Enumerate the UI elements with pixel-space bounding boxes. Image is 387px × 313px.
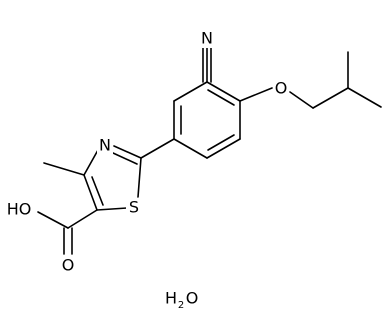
atom-acid-oh: HO — [7, 200, 32, 219]
bond-thiazole-n-c4 — [83, 149, 99, 176]
bond-ring-double-1 — [207, 89, 235, 106]
atom-acid-o: O — [62, 256, 75, 275]
water-label: H 2 O — [165, 289, 198, 312]
bond-c4-methyl — [43, 162, 85, 176]
bond-ring-c3-c4 — [206, 138, 241, 159]
bond-ring-c1-c2 — [206, 81, 241, 102]
bond-ring-to-thiazole — [140, 138, 175, 159]
bond-ether-o-to-ch2 — [289, 91, 314, 109]
atom-labels: N O N S HO O H 2 O — [3, 29, 289, 312]
bond-c5-carboxyl-c — [67, 209, 98, 229]
water-h: H — [165, 289, 177, 308]
atom-ether-o: O — [275, 79, 288, 98]
atom-thiazole-n: N — [99, 136, 111, 155]
bond-thiazole-c4-c5 — [83, 174, 98, 211]
bond-carboxyl-c-oh — [37, 211, 69, 229]
atom-thiazole-s: S — [129, 198, 139, 217]
water-o: O — [186, 289, 199, 308]
atom-nitrile-n: N — [201, 29, 213, 48]
bond-thiazole-c5-s — [96, 207, 128, 211]
water-subscript: 2 — [178, 300, 184, 311]
bond-ring-c6-c1 — [173, 81, 208, 102]
bond-ch-to-methyl-down — [347, 87, 382, 108]
bond-ch2-to-ch — [312, 87, 349, 109]
bonds — [37, 47, 382, 255]
bond-ring-double-2 — [207, 134, 235, 151]
bond-ring-to-ether-o — [239, 87, 273, 102]
bond-thiazole-s-c2 — [137, 157, 142, 198]
bond-ring-c4-c5 — [173, 138, 208, 159]
bond-thiazole-c4-c5-double — [91, 176, 104, 206]
bond-thiazole-c2-n — [113, 145, 142, 159]
bond-thiazole-c2-n-double — [112, 152, 138, 165]
